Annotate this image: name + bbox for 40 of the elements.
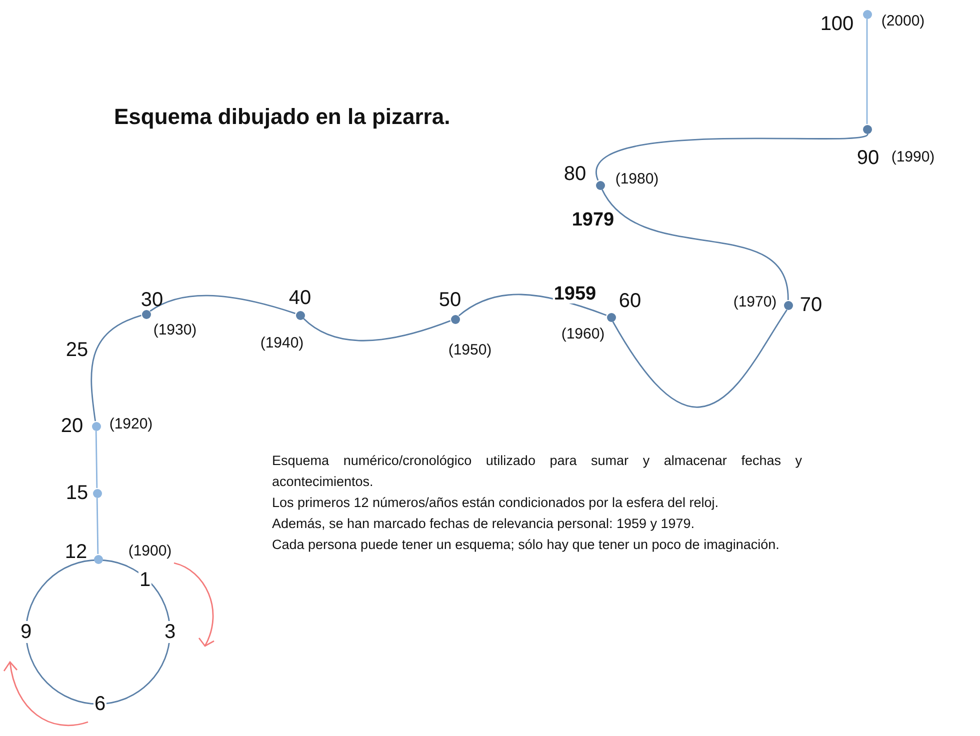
note-text: Esquema numérico/cronológico utilizado para sumar y almacenar fechas y acontecimientos. [272,452,802,491]
milestone-number: 50 [438,290,462,310]
milestone-number: 20 [60,416,84,436]
year-label: (1920) [109,416,153,432]
timeline-line [150,294,296,314]
year-label: (1950) [448,342,492,358]
year-label: (1900) [128,544,172,558]
timeline-line [866,19,868,124]
timeline-line [602,189,789,300]
note-text: Los primeros 12 números/años están condicionados por la esfera del reloj. [272,494,720,512]
timeline-line [458,294,607,316]
milestone-number: 100 [820,14,854,34]
note-text: Cada persona puede tener un esquema; sólo hay que tener un poco de imaginación. [272,536,780,554]
timeline-line [95,431,98,488]
timeline-line [303,318,451,342]
year-label: (1940) [260,336,304,350]
milestone-number: 30 [140,290,164,310]
milestone-number: 40 [288,288,312,308]
milestone-number: 90 [856,148,880,168]
timeline-line [96,498,99,554]
timeline-line [90,314,142,422]
year-label: (1970) [733,294,777,310]
milestone-number: 80 [564,164,586,184]
note-text: Además, se han marcado fechas de relevancia personal: 1959 y 1979. [272,515,696,533]
milestone-number: 12 [64,542,88,562]
diagram-title: Esquema dibujado en la pizarra. [114,104,450,130]
milestone-number: 15 [66,483,88,503]
clock-number: 3 [163,621,177,643]
timeline-line [612,310,788,408]
milestone-number: 25 [66,340,88,360]
year-label: (1930) [153,322,197,338]
clock-number: 9 [19,621,33,643]
milestone-number: 70 [800,295,822,315]
year-label: (1960) [561,326,605,342]
year-label: (1980) [615,172,659,186]
milestone-number: 60 [618,291,642,311]
timeline-line [596,133,868,180]
year-label: (1990) [891,150,935,164]
year-label: (2000) [881,14,925,28]
edge-label: 1959 [552,284,598,304]
